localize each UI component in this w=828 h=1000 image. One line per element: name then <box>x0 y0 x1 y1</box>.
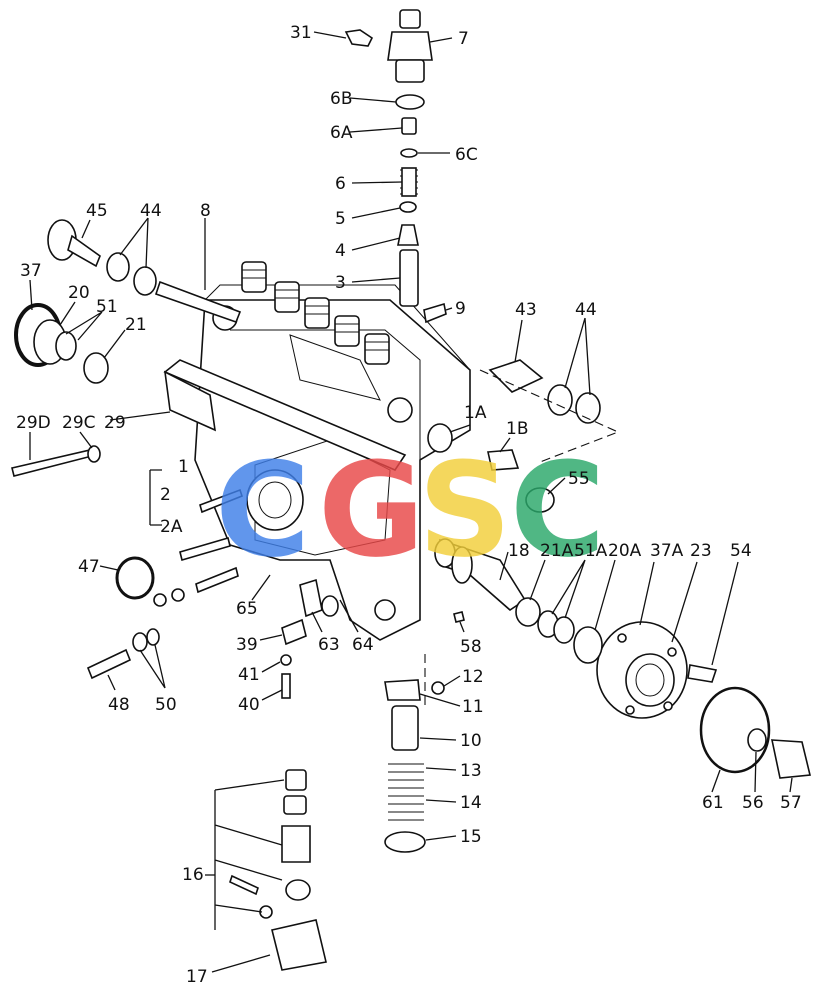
callout-16: 16 <box>182 865 204 885</box>
watermark-letter: S <box>418 434 512 586</box>
watermark-letter: G <box>318 434 425 586</box>
callout-18: 18 <box>508 541 530 561</box>
callout-55: 55 <box>568 469 590 489</box>
callout-37a: 37A <box>650 541 684 561</box>
callout-29: 29 <box>104 413 126 433</box>
cover-plate <box>163 359 407 471</box>
delivery-valve-outlets <box>241 261 390 365</box>
callout-51a: 51A <box>574 541 608 561</box>
callout-labels: 31 7 6B 6A 6C 6 5 4 3 9 45 44 8 37 20 51… <box>16 23 802 987</box>
cover-plate-side <box>164 370 216 432</box>
exploded-small-parts <box>11 9 811 971</box>
callout-3: 3 <box>335 273 346 293</box>
callout-61: 61 <box>702 793 724 813</box>
callout-39: 39 <box>236 635 258 655</box>
callout-13: 13 <box>460 761 482 781</box>
callout-54: 54 <box>730 541 752 561</box>
bracket-1-2 <box>149 469 162 526</box>
callout-31: 31 <box>290 23 312 43</box>
callout-1b: 1B <box>506 419 528 439</box>
alignment-line <box>479 369 620 463</box>
callout-37: 37 <box>20 261 42 281</box>
callout-48: 48 <box>108 695 130 715</box>
callout-2: 2 <box>160 485 171 505</box>
leader-lines <box>29 31 793 973</box>
callout-9: 9 <box>455 299 466 319</box>
callout-6b: 6B <box>330 89 352 109</box>
callout-15: 15 <box>460 827 482 847</box>
callout-43: 43 <box>515 300 537 320</box>
callout-8: 8 <box>200 201 211 221</box>
callout-58: 58 <box>460 637 482 657</box>
control-rod <box>154 280 242 324</box>
pump-housing <box>194 284 471 641</box>
callout-6a: 6A <box>330 123 353 143</box>
callout-7: 7 <box>458 29 469 49</box>
callout-2a: 2A <box>160 517 183 537</box>
callout-5: 5 <box>335 209 346 229</box>
callout-10: 10 <box>460 731 482 751</box>
callout-29c: 29C <box>62 413 96 433</box>
callout-40: 40 <box>238 695 260 715</box>
callout-20: 20 <box>68 283 90 303</box>
callout-1: 1 <box>178 457 189 477</box>
callout-21: 21 <box>125 315 147 335</box>
camshaft <box>434 538 527 612</box>
callout-21a: 21A <box>540 541 574 561</box>
callout-11: 11 <box>462 697 484 717</box>
callout-44-right: 44 <box>575 300 597 320</box>
callout-57: 57 <box>780 793 802 813</box>
watermark: C G S C <box>215 434 605 586</box>
bracket-16 <box>214 779 285 930</box>
bearing-cover <box>596 621 688 719</box>
callout-6: 6 <box>335 174 346 194</box>
callout-29d: 29D <box>16 413 51 433</box>
callout-1a: 1A <box>464 403 487 423</box>
callout-44: 44 <box>140 201 162 221</box>
callout-4: 4 <box>335 241 346 261</box>
callout-65: 65 <box>236 599 258 619</box>
callout-45: 45 <box>86 201 108 221</box>
watermark-letter: C <box>510 434 605 586</box>
callout-51: 51 <box>96 297 118 317</box>
callout-23: 23 <box>690 541 712 561</box>
callout-17: 17 <box>186 967 208 987</box>
callout-56: 56 <box>742 793 764 813</box>
callout-64: 64 <box>352 635 374 655</box>
callout-41: 41 <box>238 665 260 685</box>
callout-6c: 6C <box>455 145 478 165</box>
callout-20a: 20A <box>608 541 642 561</box>
callout-47: 47 <box>78 557 100 577</box>
watermark-letter: C <box>215 434 310 586</box>
callout-14: 14 <box>460 793 482 813</box>
callout-50: 50 <box>155 695 177 715</box>
callout-63: 63 <box>318 635 340 655</box>
callout-12: 12 <box>462 667 484 687</box>
